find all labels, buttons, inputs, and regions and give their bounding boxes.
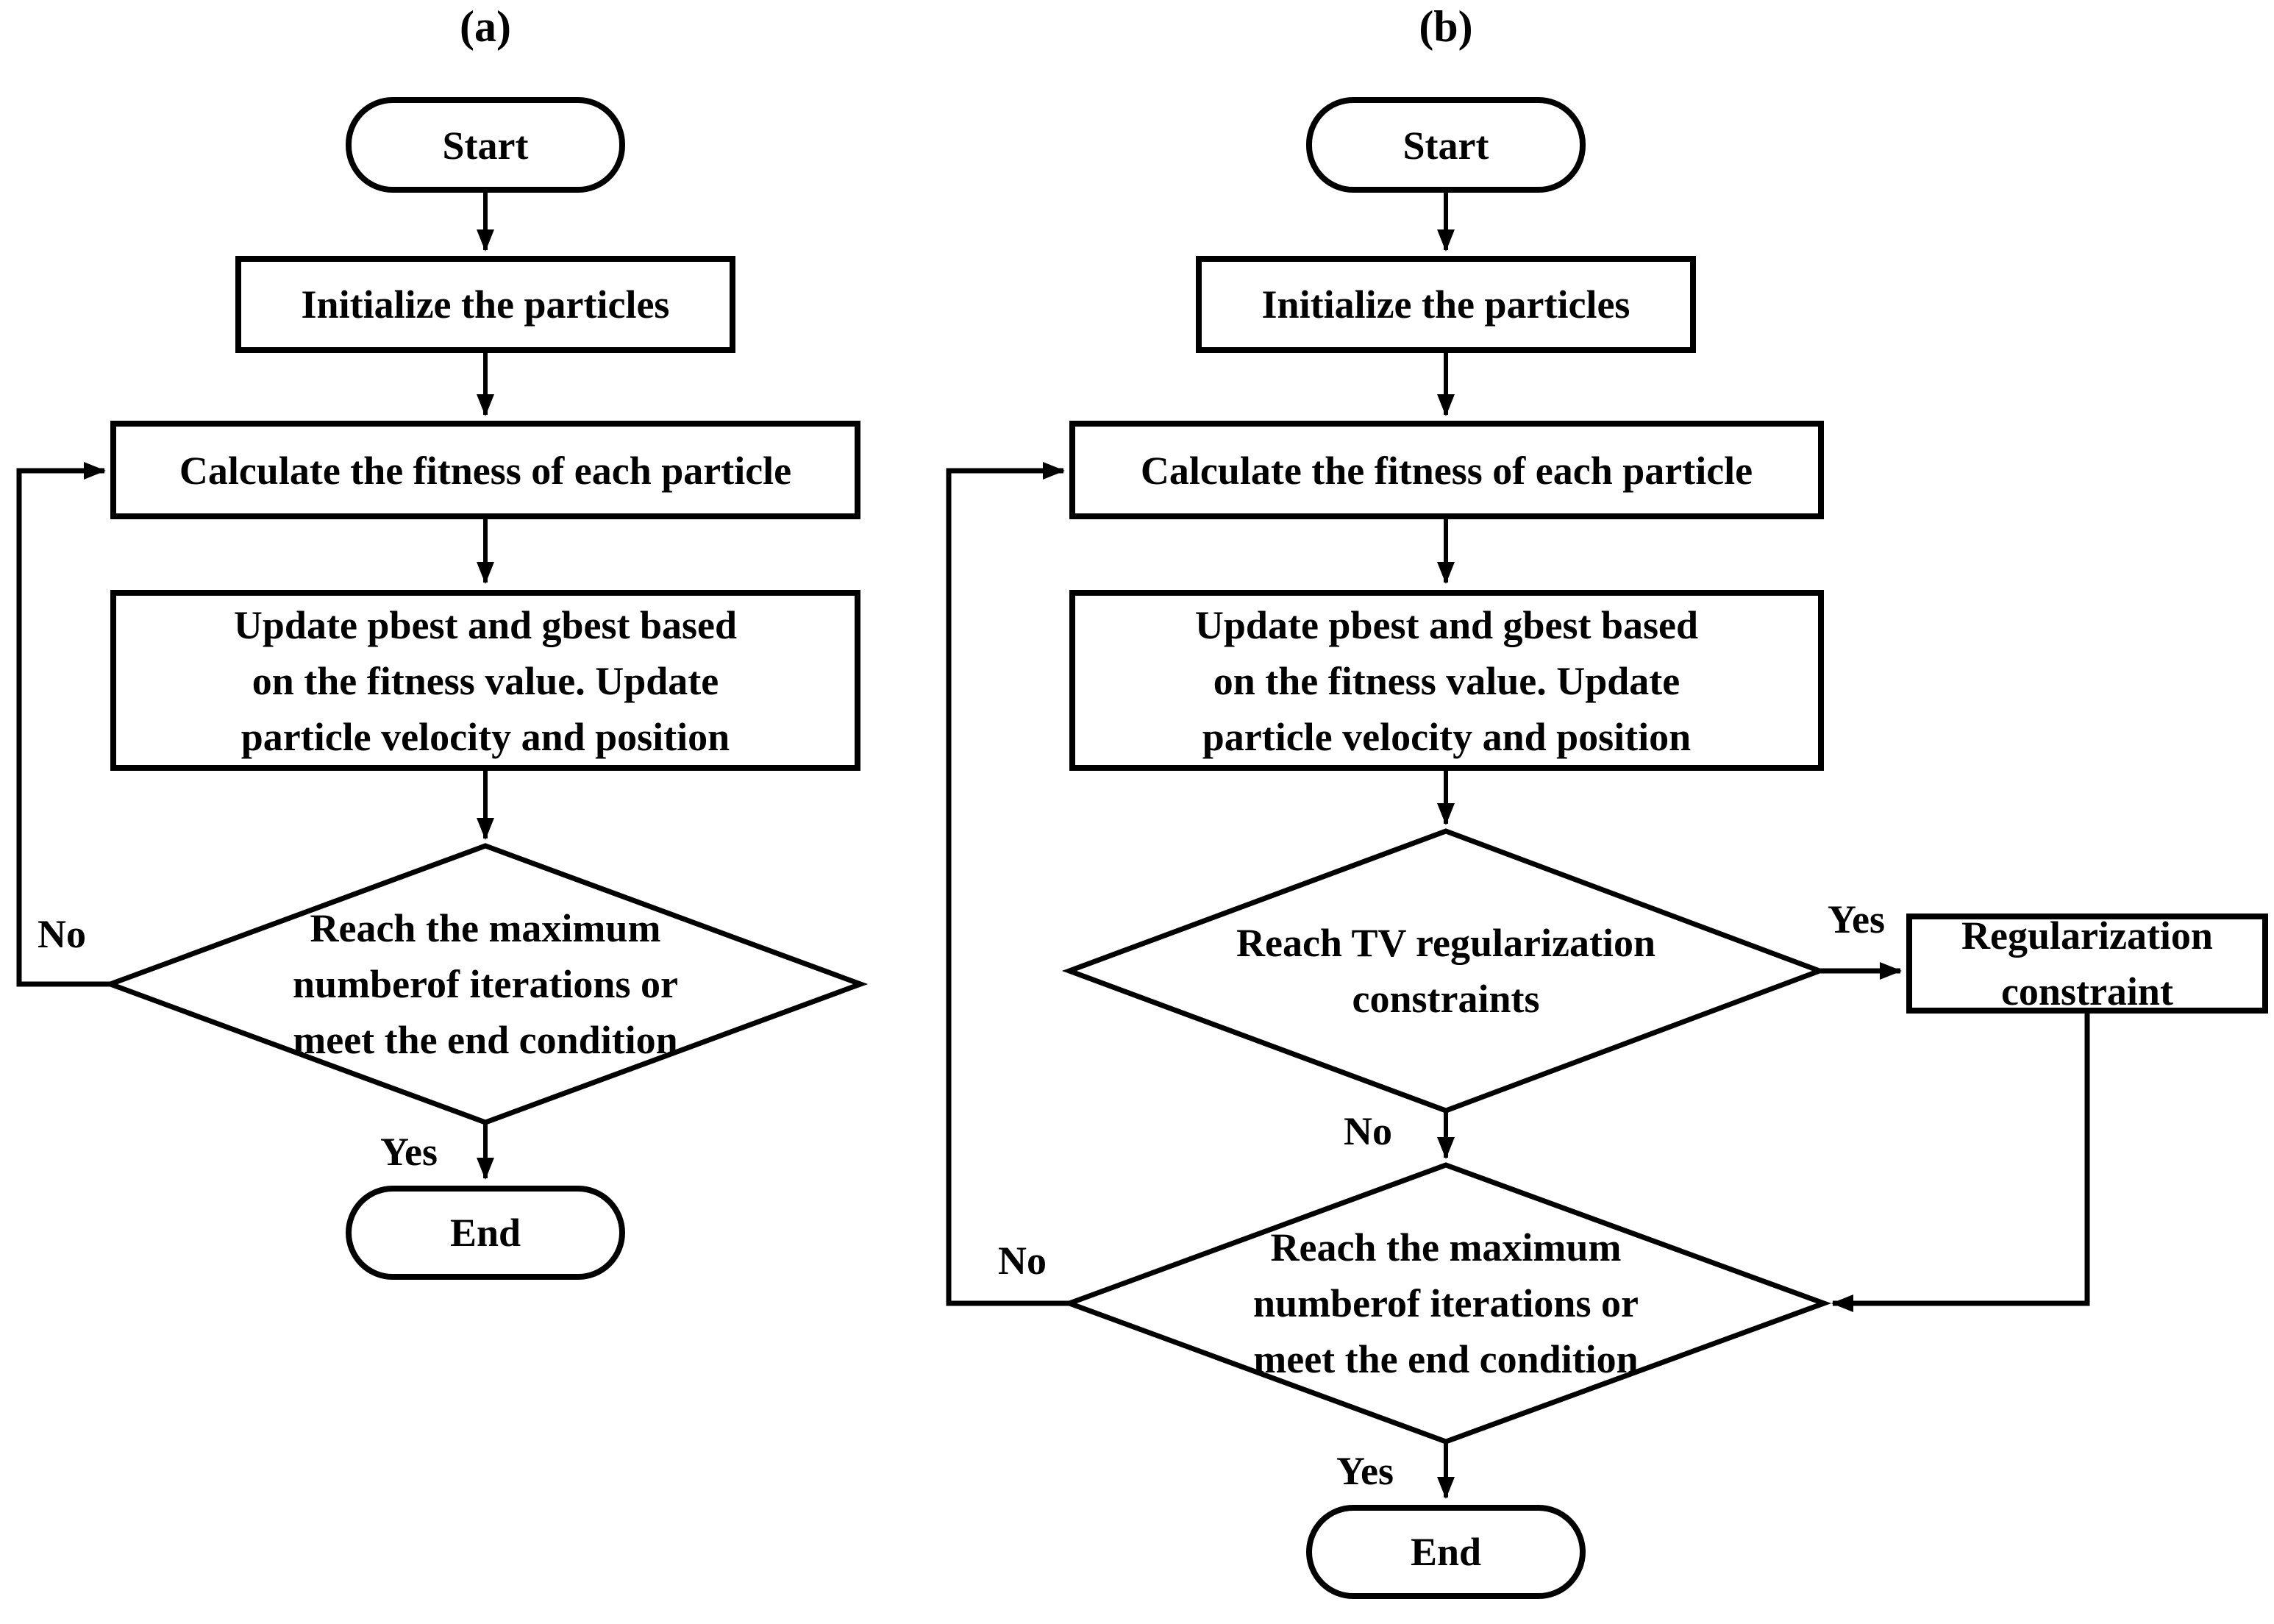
a-no-label: No [38,912,86,956]
a-update-node: Update pbest and gbest based on the fitn… [110,590,860,771]
b-no-loop-line [946,462,1069,1306]
b-update-node: Update pbest and gbest based on the fitn… [1069,590,1824,771]
b-start-node: Start [1306,97,1586,193]
b-yes-tv-label: Yes [1828,897,1885,941]
a-end-node: End [346,1186,625,1280]
b-regularization-node: Regularization constraint [1906,914,2268,1014]
b-end-node: End [1306,1505,1586,1599]
b-yes-end-label: Yes [1336,1449,1394,1493]
b-regularization-return-line [1831,1014,2090,1312]
b-initialize-node: Initialize the particles [1196,256,1696,353]
b-decision-tv-diamond [1061,828,1827,1114]
panel-a-label: (a) [460,3,511,51]
a-start-node: Start [346,97,625,193]
b-no-loop-label: No [998,1239,1047,1283]
panel-b-label: (b) [1419,3,1473,51]
b-decision-iterations-diamond [1061,1162,1832,1445]
a-decision-diamond [102,843,869,1125]
a-yes-label: Yes [380,1130,438,1174]
a-calculate-node: Calculate the fitness of each particle [110,421,860,519]
b-calculate-node: Calculate the fitness of each particle [1069,421,1824,519]
a-no-loop-line [16,462,110,987]
a-initialize-node: Initialize the particles [235,256,735,353]
b-no-tv-label: No [1344,1109,1392,1153]
